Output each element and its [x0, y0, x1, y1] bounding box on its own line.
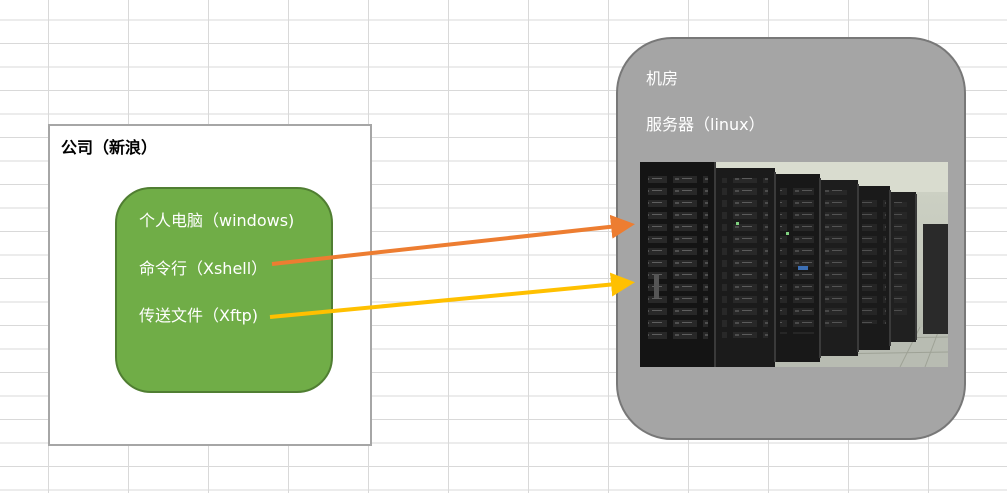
- personal-computer-box: 个人电脑（windows) 命令行（Xshell） 传送文件（Xftp): [115, 187, 333, 393]
- pc-xshell-label: 命令行（Xshell）: [139, 259, 268, 278]
- pc-title: 个人电脑（windows): [139, 211, 295, 230]
- xshell-arrow: [271, 214, 635, 266]
- server-label: 服务器（linux）: [646, 115, 765, 134]
- xftp-arrow: [269, 272, 635, 319]
- pc-xftp-label: 传送文件（Xftp): [139, 306, 258, 325]
- company-title: 公司（新浪）: [61, 138, 158, 157]
- server-rack-image: [640, 162, 948, 367]
- room-title: 机房: [646, 69, 679, 88]
